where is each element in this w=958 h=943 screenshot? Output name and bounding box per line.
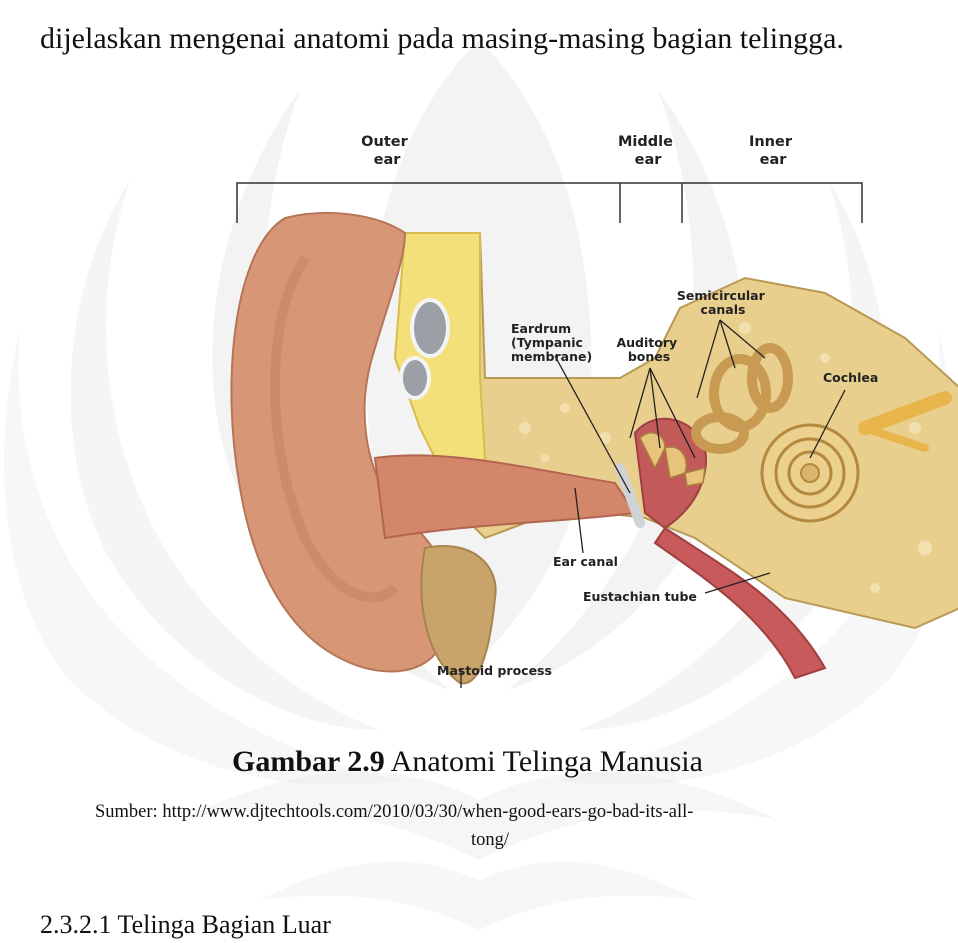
middle-ear-label: Middle ear: [618, 134, 678, 168]
cochlea-shell: [762, 425, 858, 521]
figure-caption: Gambar 2.9 Anatomi Telinga Manusia: [232, 745, 703, 779]
figure-source-line-1: Sumber: http://www.djtechtools.com/2010/…: [95, 802, 693, 823]
figure-number: Gambar 2.9: [232, 745, 385, 778]
mastoid-process-label: Mastoid process: [437, 663, 552, 678]
inner-ear-label: Inner ear: [749, 134, 797, 168]
cochlea-label: Cochlea: [823, 370, 878, 385]
figure-title: Anatomi Telinga Manusia: [391, 745, 703, 778]
section-heading: 2.3.2.1 Telinga Bagian Luar: [40, 910, 331, 940]
ear-canal-label: Ear canal: [553, 554, 618, 569]
outer-ear-label: Outer ear: [361, 134, 413, 168]
eardrum-label: Eardrum (Tympanic membrane): [511, 321, 592, 364]
eustachian-tube-label: Eustachian tube: [583, 589, 697, 604]
ear-anatomy-figure: Outer ear Middle ear Inner ear: [225, 128, 958, 688]
figure-source-line-2: tong/: [471, 830, 509, 851]
intro-paragraph: dijelaskan mengenai anatomi pada masing-…: [40, 22, 844, 56]
